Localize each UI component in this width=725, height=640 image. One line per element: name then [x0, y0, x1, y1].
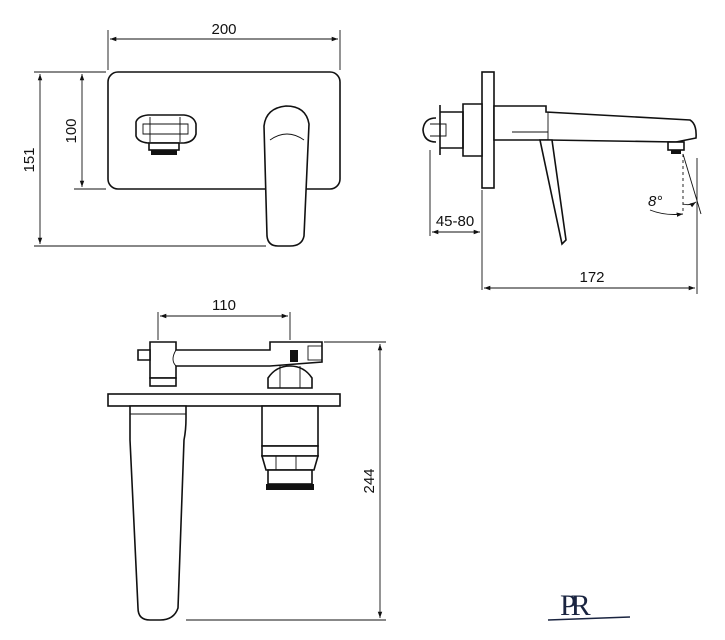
top-wall-plate: [107, 393, 341, 407]
side-lever: [539, 139, 567, 246]
dim-side-spout-length: 172: [579, 269, 604, 286]
dim-front-plate-height: 100: [63, 118, 80, 143]
angle-arc: [682, 201, 697, 208]
top-cartridge: [261, 405, 319, 447]
side-spout: [493, 105, 697, 143]
dim-top-total-height: 244: [361, 468, 378, 493]
side-wall-plate: [481, 71, 495, 189]
dim-side-wall-depth: 45-80: [436, 213, 474, 230]
front-wall-plate: [107, 71, 341, 190]
top-lever-handle: [129, 405, 187, 621]
front-view: 200 100 151: [21, 21, 341, 247]
top-view: 110 244: [107, 297, 386, 621]
dim-front-total-height: 151: [21, 147, 38, 172]
side-valve-knob: [422, 117, 437, 143]
front-diverter-knob: [135, 114, 197, 155]
dim-side-angle: 8°: [648, 193, 662, 210]
dim-top-centers: 110: [212, 297, 236, 314]
logo-text: PR: [560, 589, 591, 622]
dim-front-width: 200: [211, 21, 236, 38]
brand-logo: PR: [547, 589, 631, 622]
front-lever-handle: [263, 105, 310, 247]
side-view: 8° 45-80 172: [422, 71, 702, 294]
